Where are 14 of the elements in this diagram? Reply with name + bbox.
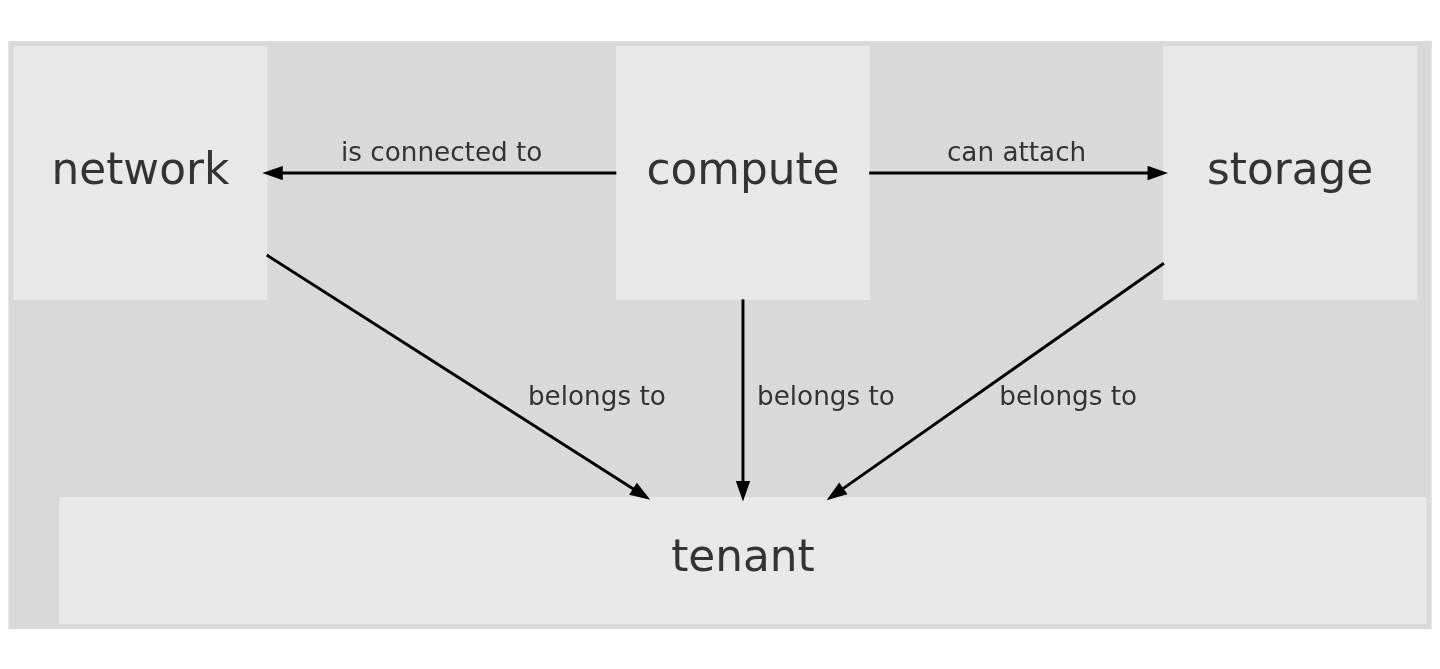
arrow xyxy=(869,165,1169,180)
edge-label: can attach xyxy=(946,136,1087,166)
node-box: network xyxy=(13,45,268,300)
arrow xyxy=(826,261,1165,500)
edge-label: belongs to xyxy=(757,380,895,411)
arrow xyxy=(265,253,651,500)
edge-label: is connected to xyxy=(340,136,543,166)
arrow xyxy=(262,165,617,180)
edge-label: belongs to xyxy=(999,380,1138,411)
node-box: tenant xyxy=(59,496,1427,624)
node-box: storage xyxy=(1163,45,1418,300)
node-box: compute xyxy=(616,45,870,300)
edge-label: belongs to xyxy=(527,380,666,411)
arrow xyxy=(735,298,751,502)
